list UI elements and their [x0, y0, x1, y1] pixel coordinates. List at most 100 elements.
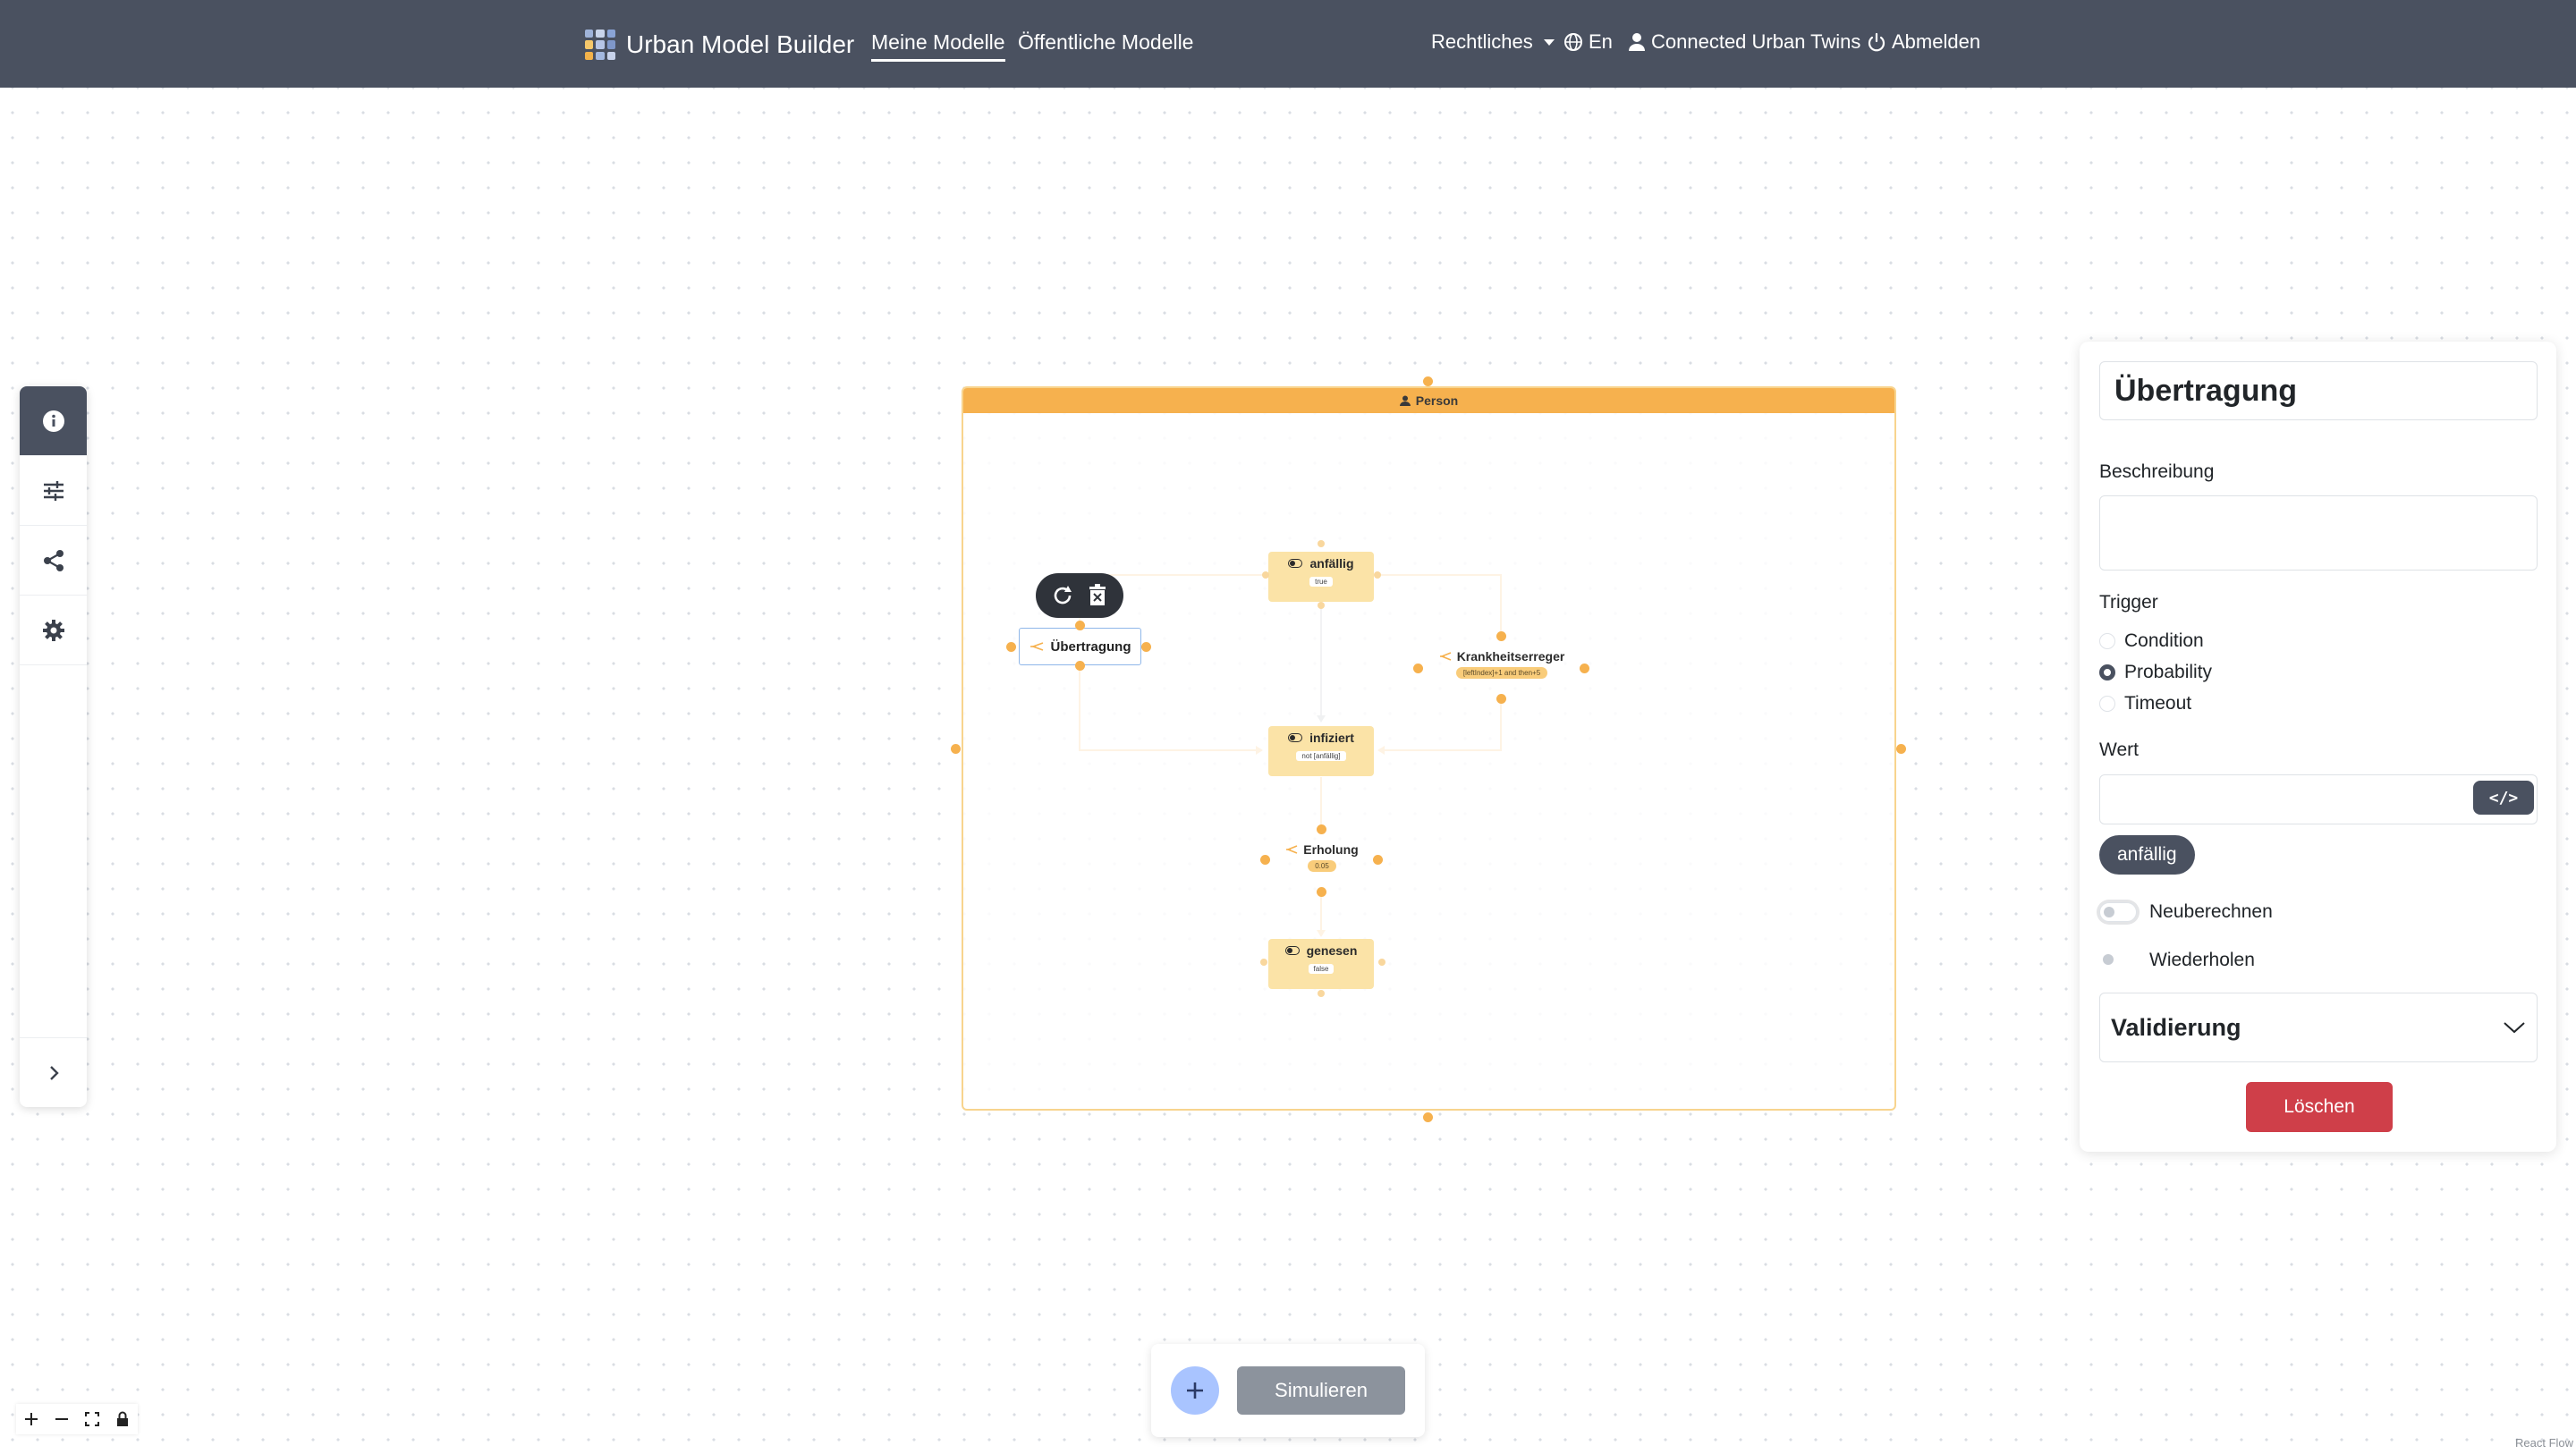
- info-icon: [42, 410, 64, 432]
- node-handle[interactable]: [1318, 602, 1325, 609]
- expand-sidebar-button[interactable]: [20, 1037, 87, 1107]
- node-handle[interactable]: [1006, 642, 1016, 652]
- state-node-infiziert[interactable]: infiziert not [anfällig]: [1268, 726, 1374, 776]
- toggle-state-icon: [1288, 733, 1303, 742]
- fit-view-button[interactable]: [77, 1404, 107, 1434]
- node-handle[interactable]: [1317, 824, 1326, 834]
- transition-label: Übertragung: [1050, 638, 1131, 655]
- transition-label: Krankheitserreger: [1456, 649, 1565, 664]
- properties-panel: Beschreibung Trigger Condition Probabili…: [2080, 342, 2556, 1152]
- rotate-button[interactable]: [1049, 582, 1076, 609]
- power-icon: [1868, 32, 1885, 52]
- logout-button[interactable]: Abmelden: [1867, 30, 1980, 54]
- react-flow-attribution[interactable]: React Flow: [2515, 1436, 2574, 1450]
- add-node-button[interactable]: [1171, 1366, 1219, 1415]
- recalculate-toggle[interactable]: Neuberechnen: [2099, 901, 2273, 923]
- trigger-option-probability[interactable]: Probability: [2099, 662, 2212, 683]
- user-menu[interactable]: Connected Urban Twins: [1628, 30, 1860, 54]
- repeat-toggle[interactable]: Wiederholen: [2099, 950, 2255, 971]
- state-value: false: [1308, 964, 1335, 974]
- group-handle-bottom[interactable]: [1423, 1112, 1433, 1122]
- zoom-out-button[interactable]: [47, 1404, 77, 1434]
- node-handle[interactable]: [1317, 887, 1326, 897]
- sliders-icon: [43, 480, 64, 501]
- bottom-action-bar: Simulieren: [1151, 1344, 1425, 1437]
- group-handle-right[interactable]: [1896, 744, 1906, 754]
- trigger-option-timeout[interactable]: Timeout: [2099, 693, 2191, 714]
- node-handle[interactable]: [1374, 571, 1381, 579]
- legal-dropdown[interactable]: Rechtliches: [1431, 30, 1555, 54]
- transition-title: Krankheitserreger: [1439, 646, 1565, 667]
- transition-icon: [1030, 642, 1043, 651]
- state-value: true: [1309, 577, 1333, 587]
- code-editor-button[interactable]: </>: [2473, 781, 2534, 815]
- nav-link-public-models[interactable]: Öffentliche Modelle: [1018, 30, 1194, 54]
- transition-value: [leftIndex]+1 and then+5: [1455, 667, 1548, 679]
- group-header[interactable]: Person: [963, 388, 1894, 413]
- rotate-icon: [1054, 586, 1072, 604]
- node-handle[interactable]: [1318, 540, 1325, 547]
- node-handle[interactable]: [1260, 959, 1267, 966]
- name-input[interactable]: [2099, 361, 2538, 420]
- node-handle[interactable]: [1496, 631, 1506, 641]
- state-title: infiziert: [1288, 726, 1354, 749]
- delete-node-button[interactable]: [1084, 582, 1111, 609]
- state-node-anfaellig[interactable]: anfällig true: [1268, 552, 1374, 602]
- language-switch[interactable]: En: [1563, 30, 1613, 54]
- transition-node-krankheitserreger[interactable]: Krankheitserreger [leftIndex]+1 and then…: [1431, 646, 1572, 679]
- node-handle[interactable]: [1075, 661, 1085, 671]
- group-handle-left[interactable]: [951, 744, 961, 754]
- top-navbar: Urban Model Builder Meine Modelle Öffent…: [0, 0, 2576, 88]
- node-handle[interactable]: [1141, 642, 1151, 652]
- node-handle[interactable]: [1378, 959, 1385, 966]
- brand[interactable]: Urban Model Builder: [585, 27, 854, 63]
- repeat-label: Wiederholen: [2149, 950, 2255, 970]
- zoom-in-button[interactable]: [16, 1404, 47, 1434]
- state-label: anfällig: [1309, 556, 1354, 571]
- node-handle[interactable]: [1496, 694, 1506, 704]
- user-label: Connected Urban Twins: [1651, 30, 1861, 53]
- delete-button[interactable]: Löschen: [2246, 1082, 2393, 1132]
- value-input[interactable]: [2099, 774, 2538, 824]
- transition-node-erholung[interactable]: Erholung 0.05: [1277, 839, 1367, 872]
- state-node-genesen[interactable]: genesen false: [1268, 939, 1374, 989]
- node-handle[interactable]: [1262, 571, 1269, 579]
- lock-button[interactable]: [107, 1404, 138, 1434]
- value-label: Wert: [2099, 740, 2139, 760]
- trash-icon: [1089, 584, 1106, 605]
- reference-chip[interactable]: anfällig: [2099, 835, 2195, 875]
- chevron-right-icon: [49, 1065, 59, 1080]
- transition-icon: [1439, 652, 1451, 661]
- logout-label: Abmelden: [1892, 30, 1981, 53]
- radio-circle[interactable]: [2099, 633, 2115, 649]
- transition-icon: [1286, 845, 1298, 854]
- settings-button[interactable]: [20, 596, 87, 665]
- node-handle[interactable]: [1318, 990, 1325, 997]
- node-handle[interactable]: [1580, 664, 1589, 673]
- node-handle[interactable]: [1413, 664, 1423, 673]
- parameters-button[interactable]: [20, 456, 87, 526]
- share-icon: [43, 549, 64, 571]
- node-handle[interactable]: [1075, 621, 1085, 630]
- fit-view-icon: [85, 1412, 99, 1426]
- nav-link-my-models[interactable]: Meine Modelle: [871, 30, 1005, 62]
- node-handle[interactable]: [1260, 855, 1270, 865]
- trigger-option-condition[interactable]: Condition: [2099, 630, 2204, 652]
- radio-circle[interactable]: [2099, 696, 2115, 712]
- toggle-switch[interactable]: [2099, 902, 2137, 922]
- group-node-person[interactable]: Person: [962, 386, 1896, 1111]
- recalculate-label: Neuberechnen: [2149, 901, 2273, 922]
- validation-accordion[interactable]: Validierung: [2099, 993, 2538, 1062]
- toggle-switch[interactable]: [2099, 951, 2137, 970]
- plus-icon: [1187, 1382, 1203, 1399]
- group-handle-top[interactable]: [1423, 376, 1433, 386]
- share-button[interactable]: [20, 526, 87, 596]
- radio-circle-checked[interactable]: [2099, 664, 2115, 681]
- transition-node-uebertragung[interactable]: Übertragung: [1019, 628, 1141, 665]
- node-handle[interactable]: [1373, 855, 1383, 865]
- state-title: anfällig: [1288, 552, 1354, 575]
- globe-icon: [1564, 33, 1582, 51]
- info-button[interactable]: [20, 386, 87, 456]
- description-textarea[interactable]: [2099, 495, 2538, 571]
- simulate-button[interactable]: Simulieren: [1237, 1366, 1405, 1415]
